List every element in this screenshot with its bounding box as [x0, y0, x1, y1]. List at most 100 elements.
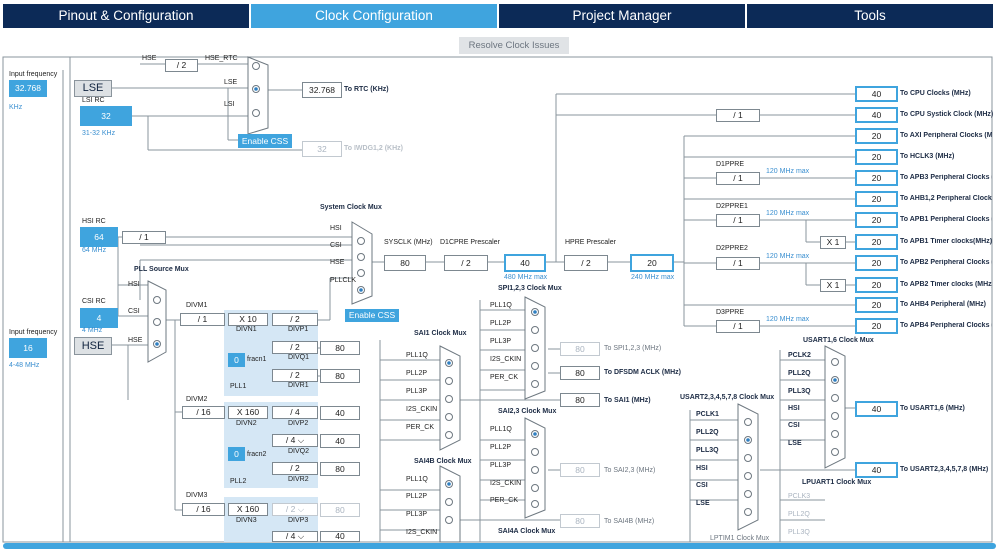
hclk3-value[interactable]: 20 [855, 149, 898, 165]
apb1-peripheral-label: To APB1 Peripheral Clocks (MHz) [900, 216, 992, 223]
spi-input-2: PLL3P [490, 338, 512, 345]
divr1-value[interactable]: / 2 [272, 369, 318, 382]
divq2-select[interactable]: / 4 ⌵ [272, 434, 318, 447]
sai4b-input-1: PLL2P [406, 493, 428, 500]
spi-input-0: PLL1Q [490, 302, 512, 309]
hsi-divider[interactable]: / 1 [122, 231, 166, 244]
enable-css-hse-button[interactable]: Enable CSS [345, 309, 399, 322]
apb4-peripheral-value[interactable]: 20 [855, 318, 898, 334]
usart16-input-5: LSE [788, 440, 802, 447]
d1cpre-label: D1CPRE Prescaler [440, 239, 500, 246]
fracn1-value[interactable]: 0 [228, 353, 245, 367]
pll3q-output: 40 [320, 531, 360, 542]
d3ppre-divider[interactable]: / 1 [716, 320, 760, 333]
dfsdm-value: 80 [560, 366, 600, 380]
tab-tools[interactable]: Tools [747, 4, 993, 28]
divm1-label: DIVM1 [186, 302, 208, 309]
spi-input-3: I2S_CKIN [490, 356, 522, 363]
usart2-mux-title: USART2,3,4,5,7,8 Clock Mux [680, 394, 775, 401]
usart16-mux-title: USART1,6 Clock Mux [803, 337, 874, 344]
chevron-down-icon: ⌵ [297, 504, 305, 514]
usart2-value[interactable]: 40 [855, 462, 898, 478]
hse-rtc-divider[interactable]: / 2 [165, 59, 198, 72]
divp3-select[interactable]: / 2 ⌵ [272, 503, 318, 516]
apb2-timer-value[interactable]: 20 [855, 277, 898, 293]
hse-range: 4-48 MHz [9, 362, 40, 369]
tab-bar: Pinout & Configuration Clock Configurati… [0, 0, 999, 30]
divp3-selected: / 2 [285, 504, 296, 514]
divp1-label: DIVP1 [288, 326, 309, 333]
divm3-value[interactable]: / 16 [182, 503, 225, 516]
divn2-value[interactable]: X 160 [228, 406, 268, 419]
divr1-label: DIVR1 [288, 382, 309, 389]
spi-output-label: To SPI1,2,3 (MHz) [604, 345, 662, 352]
d1ppre-divider[interactable]: / 1 [716, 172, 760, 185]
usart2-input-0: PCLK1 [696, 411, 719, 418]
apb3-peripheral-value[interactable]: 20 [855, 170, 898, 186]
d3ppre-label: D3PPRE [716, 309, 745, 316]
sai4a-mux-title: SAI4A Clock Mux [498, 528, 556, 535]
lse-unit: KHz [9, 104, 23, 111]
lse-source: LSE [74, 80, 112, 97]
divp2-value[interactable]: / 4 [272, 406, 318, 419]
rtc-lse-label: LSE [224, 79, 238, 86]
pll2r-output: 80 [320, 462, 360, 476]
hpre-prescaler[interactable]: / 2 [564, 255, 608, 271]
tab-clock-configuration[interactable]: Clock Configuration [251, 4, 497, 28]
usart16-input-3: HSI [788, 405, 800, 412]
apb2-timer-multiplier: X 1 [820, 279, 846, 292]
divq1-value[interactable]: / 2 [272, 341, 318, 354]
hse-input-frequency[interactable]: 16 [9, 338, 47, 358]
d2ppre1-divider[interactable]: / 1 [716, 214, 760, 227]
sai23-value: 80 [560, 463, 600, 477]
sysmux-hse-label: HSE [330, 259, 345, 266]
apb1-timer-label: To APB1 Timer clocks(MHz) [900, 238, 992, 245]
divp1-value[interactable]: / 2 [272, 313, 318, 326]
divm2-value[interactable]: / 16 [182, 406, 225, 419]
hclk-value[interactable]: 20 [630, 254, 674, 272]
usart2-input-2: PLL3Q [696, 447, 719, 454]
systick-divider[interactable]: / 1 [716, 109, 760, 122]
d2ppre2-divider[interactable]: / 1 [716, 257, 760, 270]
d2ppre2-max: 120 MHz max [766, 253, 810, 260]
cpu-systick-value[interactable]: 40 [855, 107, 898, 123]
horizontal-scrollbar[interactable] [3, 543, 996, 549]
apb1-timer-value[interactable]: 20 [855, 234, 898, 250]
d1cpre-prescaler[interactable]: / 2 [444, 255, 488, 271]
chevron-down-icon: ⌵ [297, 435, 305, 445]
usart16-value[interactable]: 40 [855, 401, 898, 417]
cpu-clock-value[interactable]: 40 [504, 254, 546, 272]
enable-css-rtc-button[interactable]: Enable CSS [238, 134, 292, 148]
lpuart1-input-1: PLL2Q [788, 511, 810, 518]
ahb12-peripheral-value[interactable]: 20 [855, 191, 898, 207]
csi-rc-value: 4 [80, 308, 118, 328]
divn3-value[interactable]: X 160 [228, 503, 268, 516]
tab-pinout-configuration[interactable]: Pinout & Configuration [3, 4, 249, 28]
resolve-clock-issues-button[interactable]: Resolve Clock Issues [459, 37, 569, 54]
apb1-peripheral-value[interactable]: 20 [855, 212, 898, 228]
axi-peripheral-value[interactable]: 20 [855, 128, 898, 144]
lse-input-frequency[interactable]: 32.768 [9, 80, 47, 97]
sai23-input-0: PLL1Q [490, 426, 512, 433]
ahb4-peripheral-value[interactable]: 20 [855, 297, 898, 313]
spi-value: 80 [560, 342, 600, 356]
sai1-input-1: PLL2P [406, 370, 428, 377]
tab-project-manager[interactable]: Project Manager [499, 4, 745, 28]
divr2-value[interactable]: / 2 [272, 462, 318, 475]
usart2-input-4: CSI [696, 482, 708, 489]
fracn2-value[interactable]: 0 [228, 447, 245, 461]
divr2-label: DIVR2 [288, 476, 309, 483]
pll-hsi-label: HSI [128, 281, 140, 288]
cpu-clocks-value[interactable]: 40 [855, 86, 898, 102]
lpuart1-input-0: PCLK3 [788, 493, 811, 500]
apb2-peripheral-value[interactable]: 20 [855, 255, 898, 271]
lpuart1-mux-title: LPUART1 Clock Mux [802, 479, 872, 486]
divn1-value[interactable]: X 10 [228, 313, 268, 326]
usart2-input-5: LSE [696, 500, 710, 507]
fracn1-label: fracn1 [247, 356, 267, 363]
sai1-input-2: PLL3P [406, 388, 428, 395]
divm1-value[interactable]: / 1 [180, 313, 225, 326]
divq3-select[interactable]: / 4 ⌵ [272, 531, 318, 542]
lsi-rc-label: LSI RC [82, 97, 105, 104]
